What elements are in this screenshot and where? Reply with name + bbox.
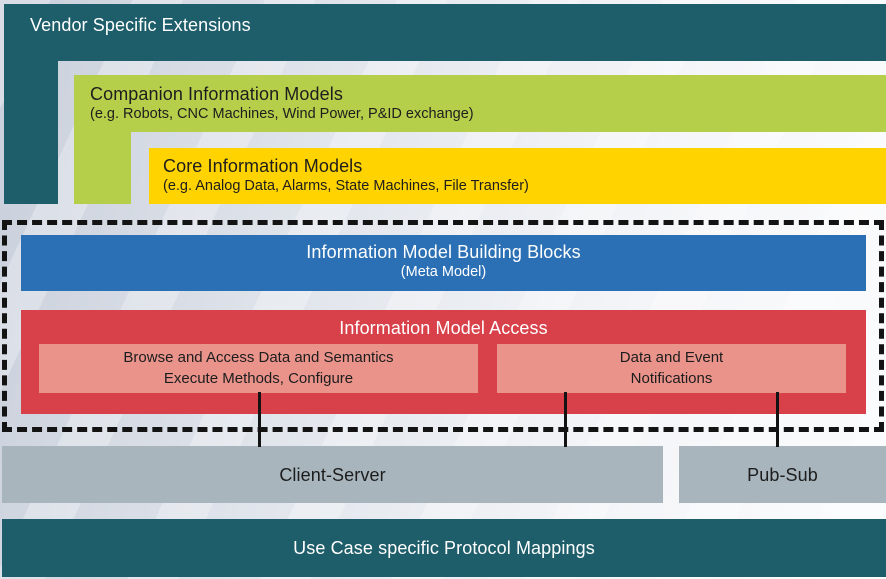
client-server-label: Client-Server (279, 464, 386, 485)
pub-sub-label: Pub-Sub (747, 464, 818, 485)
pub-sub-block: Pub-Sub (679, 446, 886, 503)
companion-models-title: Companion Information Models (90, 84, 343, 104)
protocol-mappings-title: Use Case specific Protocol Mappings (293, 538, 595, 558)
core-models-layer: Core Information Models (e.g. Analog Dat… (149, 148, 886, 204)
connector-notifications-to-client-server (564, 392, 567, 447)
browse-access-line2: Execute Methods, Configure (163, 370, 354, 387)
browse-access-line1: Browse and Access Data and Semantics (123, 349, 394, 366)
building-blocks-subtitle: (Meta Model) (400, 264, 487, 280)
building-blocks-layer: Information Model Building Blocks (Meta … (21, 235, 866, 291)
browse-access-box: Browse and Access Data and Semantics Exe… (39, 344, 478, 393)
companion-models-subtitle: (e.g. Robots, CNC Machines, Wind Power, … (90, 106, 474, 122)
building-blocks-title: Information Model Building Blocks (306, 242, 581, 262)
model-access-title: Information Model Access (339, 318, 548, 338)
connector-notifications-to-pub-sub (776, 392, 779, 447)
protocol-mappings-layer: Use Case specific Protocol Mappings (2, 519, 886, 577)
vendor-extensions-layer: Vendor Specific Extensions (4, 4, 886, 61)
client-server-block: Client-Server (2, 446, 663, 503)
core-models-title: Core Information Models (163, 156, 363, 176)
connector-browse-to-client-server (258, 392, 261, 447)
services-dashed-frame (2, 220, 884, 432)
vendor-extensions-title: Vendor Specific Extensions (30, 15, 251, 35)
core-models-subtitle: (e.g. Analog Data, Alarms, State Machine… (163, 178, 529, 194)
notifications-line2: Notifications (630, 370, 713, 387)
data-event-notifications-box: Data and Event Notifications (497, 344, 846, 393)
notifications-line1: Data and Event (619, 349, 724, 366)
companion-models-layer: Companion Information Models (e.g. Robot… (74, 75, 886, 132)
